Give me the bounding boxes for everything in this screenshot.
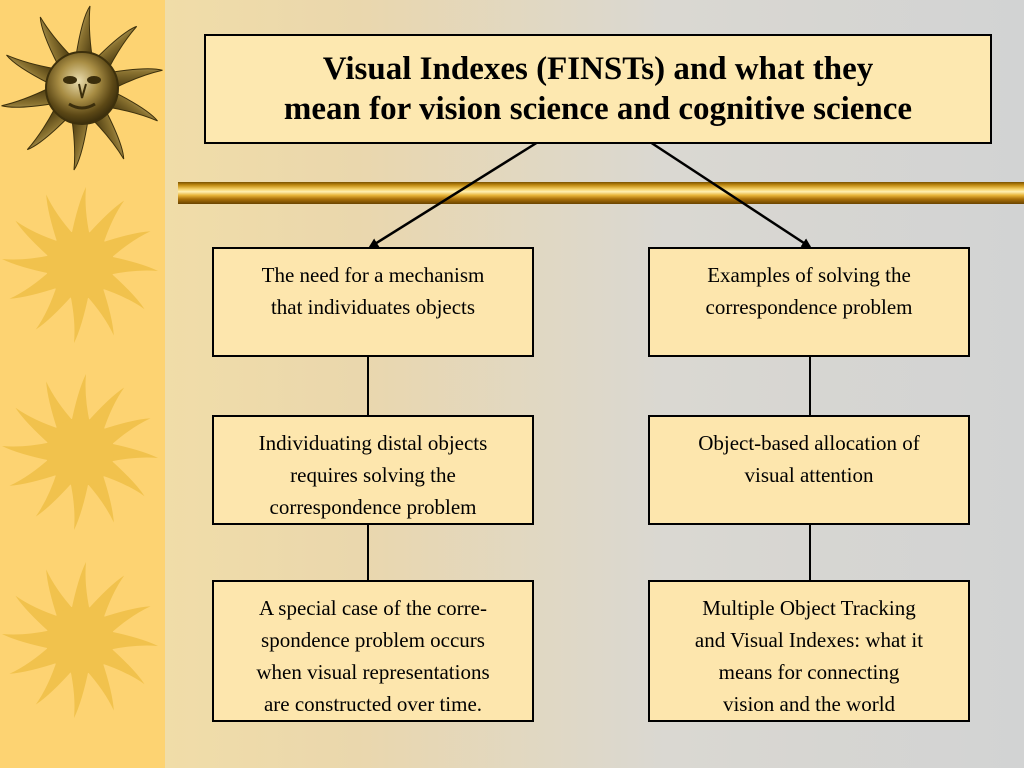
sun-icon: [2, 562, 158, 718]
node-text: The need for a mechanism that individuat…: [261, 263, 485, 319]
node-individuating-distal-objects: Individuating distal objects requires so…: [212, 415, 534, 525]
node-need-for-mechanism: The need for a mechanism that individuat…: [212, 247, 534, 357]
node-text: Multiple Object Tracking and Visual Inde…: [694, 596, 924, 716]
slide-title: Visual Indexes (FINSTs) and what they me…: [283, 51, 913, 127]
node-text: Object-based allocation of visual attent…: [698, 431, 920, 487]
gold-divider-bar: [178, 182, 1024, 204]
decorative-sun-strip: [0, 0, 165, 768]
node-examples-correspondence: Examples of solving the correspondence p…: [648, 247, 970, 357]
arrow-to-right-top-node: [649, 140, 812, 249]
sun-strip-graphic: [1, 5, 163, 718]
node-text: A special case of the corre- spondence p…: [256, 596, 490, 716]
node-object-based-attention: Object-based allocation of visual attent…: [648, 415, 970, 525]
node-multiple-object-tracking: Multiple Object Tracking and Visual Inde…: [648, 580, 970, 722]
node-text: Examples of solving the correspondence p…: [705, 263, 913, 319]
sun-icon: [2, 374, 158, 530]
title-box: Visual Indexes (FINSTs) and what they me…: [204, 34, 992, 144]
node-text: Individuating distal objects requires so…: [258, 431, 488, 519]
sun-icon: [2, 187, 158, 343]
arrow-to-left-top-node: [368, 140, 539, 249]
node-special-case: A special case of the corre- spondence p…: [212, 580, 534, 722]
metallic-sun-face-icon: [1, 5, 163, 171]
